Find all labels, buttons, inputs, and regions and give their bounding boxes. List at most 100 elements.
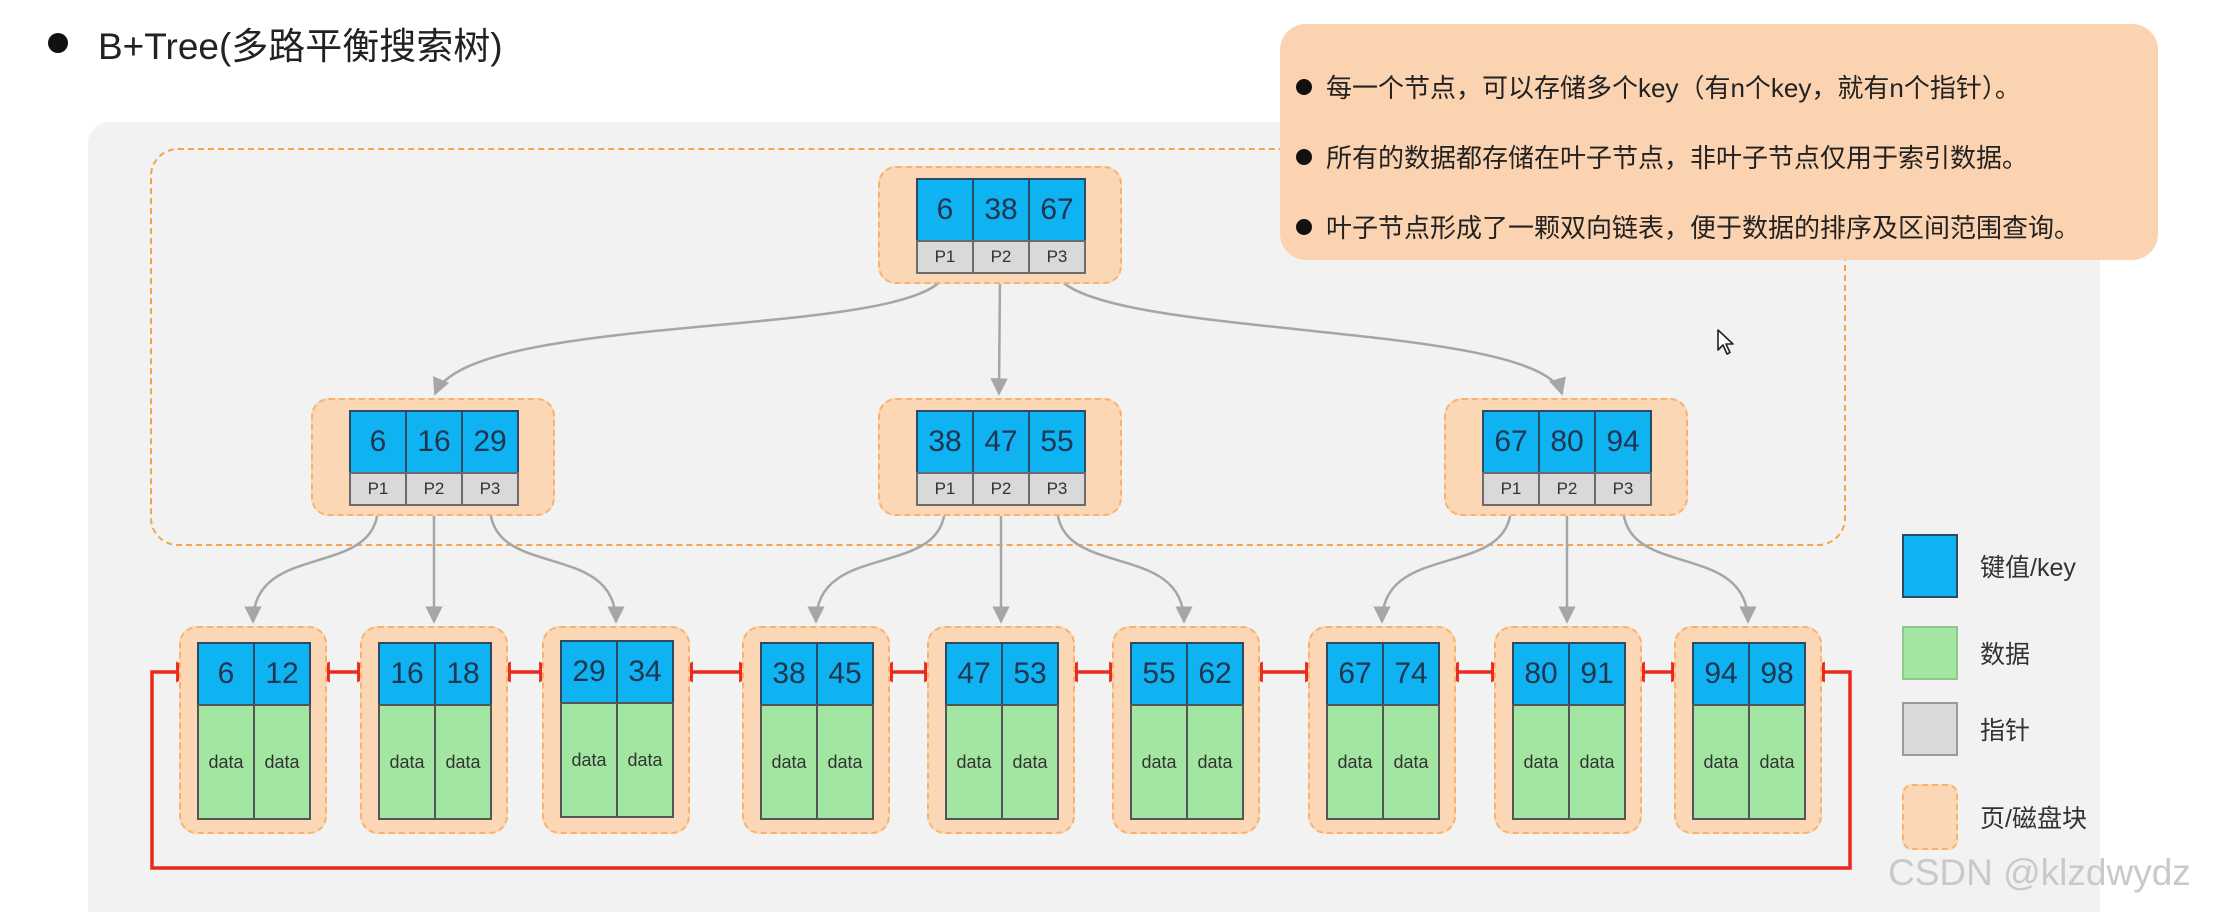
- leaf-9-data-1: data: [1692, 704, 1750, 820]
- leaf-node-6: 55 62 data data: [1112, 626, 1260, 834]
- legend-swatch-key: [1902, 534, 1958, 598]
- leaf-4-data-2: data: [816, 704, 874, 820]
- bullet-icon: [1296, 218, 1312, 235]
- legend-swatch-data: [1902, 626, 1958, 680]
- leaf-5-data-1: data: [945, 704, 1003, 820]
- note-text: 所有的数据都存储在叶子节点，非叶子节点仅用于索引数据。: [1326, 143, 2029, 173]
- pointer-edge: [807, 505, 947, 624]
- pointer-edge: [488, 505, 625, 624]
- internal-3-key-3: 94: [1594, 410, 1652, 474]
- leaf-6-key-1: 55: [1130, 642, 1188, 706]
- pointer-edge: [1055, 505, 1193, 624]
- leaf-6-data-1: data: [1130, 704, 1188, 820]
- leaf-node-3: 29 34 data data: [542, 626, 690, 834]
- leaf-node-8: 80 91 data data: [1494, 626, 1642, 834]
- leaf-1-data-2: data: [253, 704, 311, 820]
- leaf-4-data-1: data: [760, 704, 818, 820]
- root-pointer-1: P1: [916, 240, 974, 274]
- notes-box: 每一个节点，可以存储多个key（有n个key，就有n个指针）。 所有的数据都存储…: [1280, 24, 2158, 260]
- internal-3-pointer-3: P3: [1594, 472, 1652, 506]
- internal-2-pointer-1: P1: [916, 472, 974, 506]
- pointer-edge: [433, 273, 947, 396]
- legend-label-key: 键值/key: [1980, 554, 2076, 582]
- bullet-icon: [1296, 78, 1312, 95]
- bullet-icon: [1296, 148, 1312, 165]
- internal-3-pointer-1: P1: [1482, 472, 1540, 506]
- internal-node-3: 67 80 94 P1 P2 P3: [1444, 398, 1688, 516]
- leaf-node-4: 38 45 data data: [742, 626, 890, 834]
- leaf-4-key-2: 45: [816, 642, 874, 706]
- leaf-2-key-1: 16: [378, 642, 436, 706]
- leaf-3-data-2: data: [616, 702, 674, 818]
- note-text: 每一个节点，可以存储多个key（有n个key，就有n个指针）。: [1326, 73, 2021, 103]
- leaf-3-data-1: data: [560, 702, 618, 818]
- page-title: B+Tree(多路平衡搜索树): [98, 26, 503, 67]
- legend-item-data: 数据: [1902, 626, 2030, 680]
- internal-1-pointer-2: P2: [405, 472, 463, 506]
- root-node: 6 38 67 P1 P2 P3: [878, 166, 1122, 284]
- pointer-edge: [244, 505, 380, 624]
- leaf-7-data-1: data: [1326, 704, 1384, 820]
- leaf-5-data-2: data: [1001, 704, 1059, 820]
- legend-item-pointer: 指针: [1902, 702, 2030, 756]
- internal-3-key-1: 67: [1482, 410, 1540, 474]
- note-3: 叶子节点形成了一颗双向链表，便于数据的排序及区间范围查询。: [1296, 208, 2080, 245]
- pointer-edge: [1054, 273, 1566, 396]
- note-text: 叶子节点形成了一颗双向链表，便于数据的排序及区间范围查询。: [1326, 213, 2081, 243]
- internal-node-1: 6 16 29 P1 P2 P3: [311, 398, 555, 516]
- internal-2-key-2: 47: [972, 410, 1030, 474]
- leaf-4-key-1: 38: [760, 642, 818, 706]
- internal-1-key-1: 6: [349, 410, 407, 474]
- leaf-8-key-2: 91: [1568, 642, 1626, 706]
- internal-1-pointer-3: P3: [461, 472, 519, 506]
- leaf-2-key-2: 18: [434, 642, 492, 706]
- root-pointer-3: P3: [1028, 240, 1086, 274]
- pointer-edge: [1621, 505, 1757, 624]
- legend-label-data: 数据: [1980, 641, 2031, 669]
- root-key-1: 6: [916, 178, 974, 242]
- title-row: B+Tree(多路平衡搜索树): [48, 18, 503, 68]
- leaf-node-5: 47 53 data data: [927, 626, 1075, 834]
- internal-node-2: 38 47 55 P1 P2 P3: [878, 398, 1122, 516]
- legend-label-pointer: 指针: [1980, 717, 2031, 745]
- legend-item-key: 键值/key: [1902, 534, 2076, 598]
- leaf-8-data-2: data: [1568, 704, 1626, 820]
- leaf-node-7: 67 74 data data: [1308, 626, 1456, 834]
- legend-item-page: 页/磁盘块: [1902, 784, 2087, 850]
- internal-2-key-1: 38: [916, 410, 974, 474]
- leaf-1-key-1: 6: [197, 642, 255, 706]
- root-key-3: 67: [1028, 178, 1086, 242]
- note-1: 每一个节点，可以存储多个key（有n个key，就有n个指针）。: [1296, 68, 2021, 105]
- watermark: CSDN @klzdwydz: [1888, 852, 2191, 893]
- leaf-5-key-2: 53: [1001, 642, 1059, 706]
- leaf-9-key-2: 98: [1748, 642, 1806, 706]
- leaf-node-2: 16 18 data data: [360, 626, 508, 834]
- leaf-3-key-1: 29: [560, 640, 618, 704]
- root-pointer-2: P2: [972, 240, 1030, 274]
- root-key-2: 38: [972, 178, 1030, 242]
- leaf-7-data-2: data: [1382, 704, 1440, 820]
- internal-2-pointer-2: P2: [972, 472, 1030, 506]
- internal-3-pointer-2: P2: [1538, 472, 1596, 506]
- leaf-node-9: 94 98 data data: [1674, 626, 1822, 834]
- leaf-2-data-2: data: [434, 704, 492, 820]
- legend-label-page: 页/磁盘块: [1980, 805, 2087, 833]
- leaf-6-key-2: 62: [1186, 642, 1244, 706]
- leaf-6-data-2: data: [1186, 704, 1244, 820]
- leaf-8-key-1: 80: [1512, 642, 1570, 706]
- leaf-1-data-1: data: [197, 704, 255, 820]
- internal-2-key-3: 55: [1028, 410, 1086, 474]
- leaf-5-key-1: 47: [945, 642, 1003, 706]
- bullet-icon: [48, 33, 68, 53]
- internal-2-pointer-3: P3: [1028, 472, 1086, 506]
- leaf-7-key-1: 67: [1326, 642, 1384, 706]
- pointer-edge: [1373, 505, 1513, 624]
- leaf-8-data-1: data: [1512, 704, 1570, 820]
- legend-swatch-pointer: [1902, 702, 1958, 756]
- mouse-cursor-icon: [1717, 329, 1734, 355]
- internal-3-key-2: 80: [1538, 410, 1596, 474]
- pointer-edge: [990, 273, 1008, 396]
- leaf-2-data-1: data: [378, 704, 436, 820]
- note-2: 所有的数据都存储在叶子节点，非叶子节点仅用于索引数据。: [1296, 138, 2028, 175]
- internal-1-key-2: 16: [405, 410, 463, 474]
